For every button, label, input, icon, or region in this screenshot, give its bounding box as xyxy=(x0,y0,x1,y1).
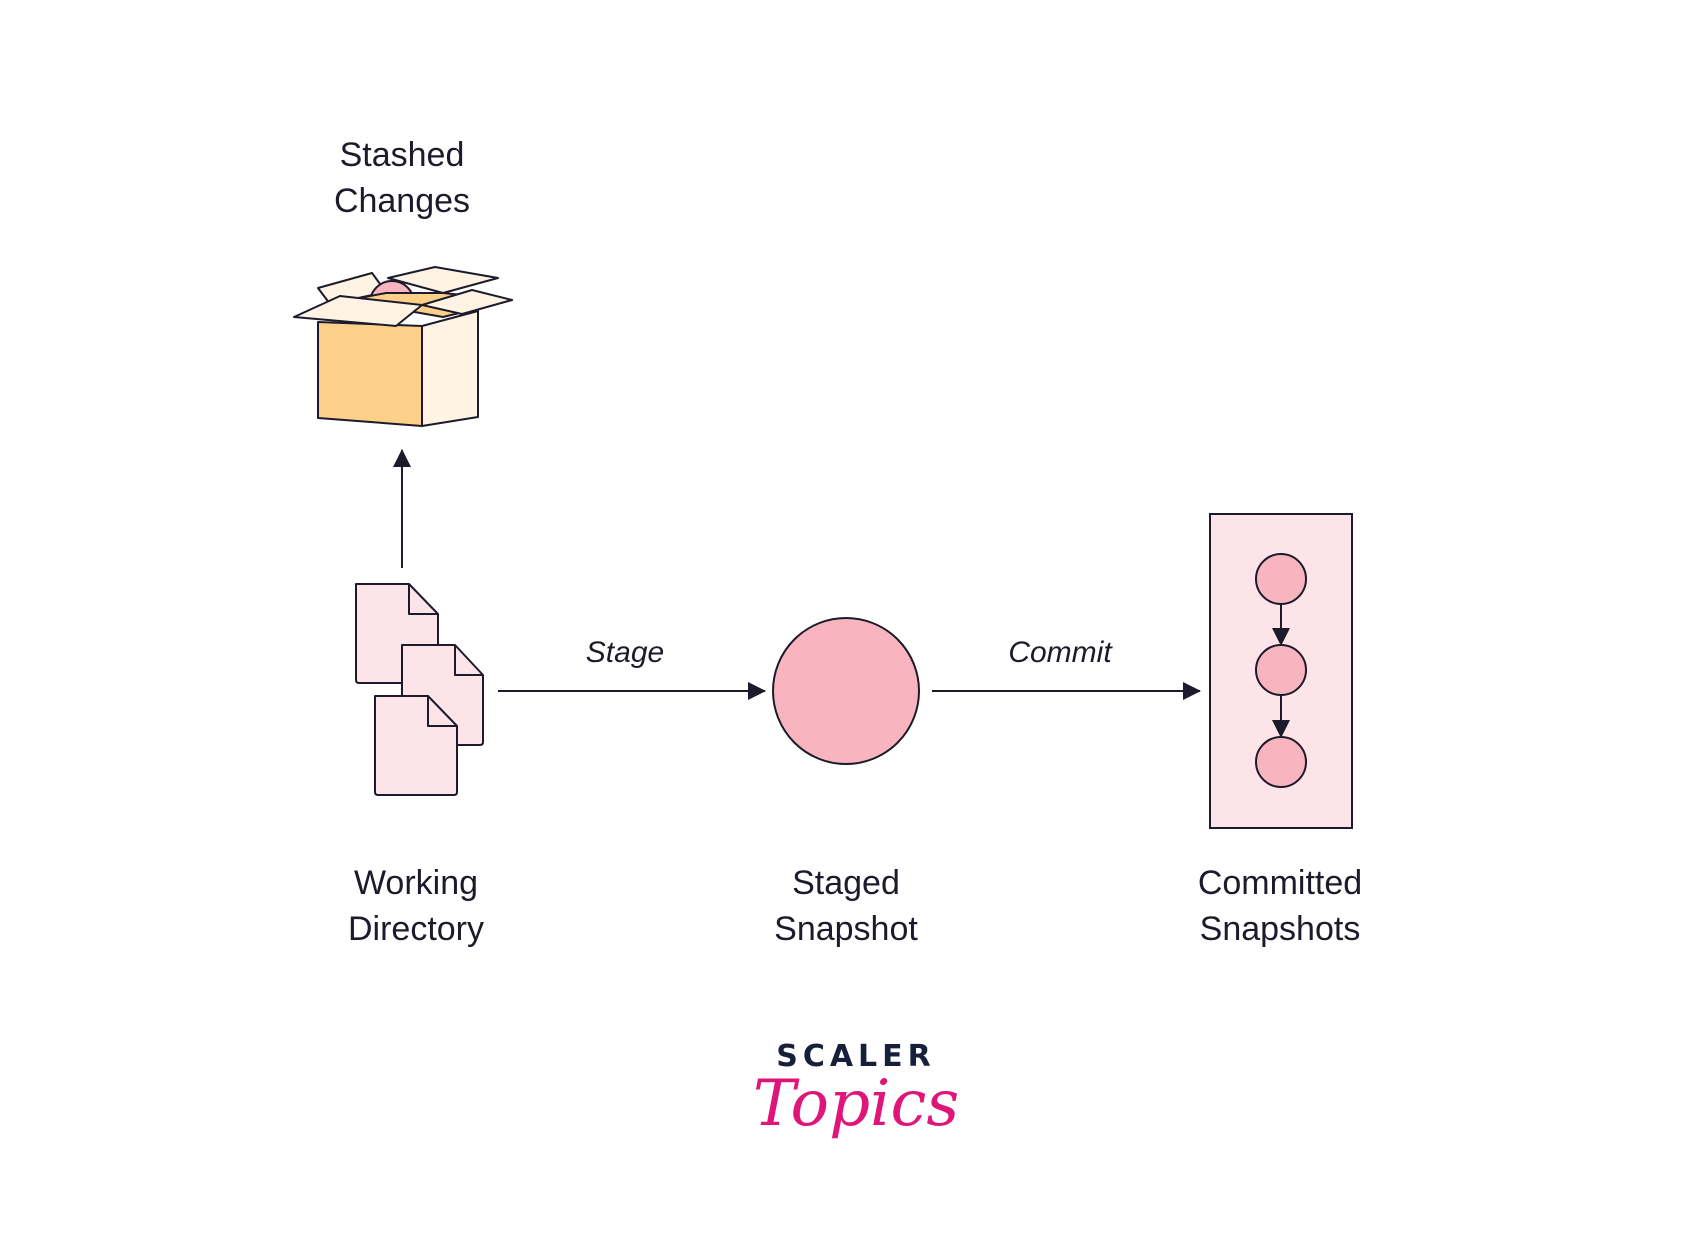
commit-node xyxy=(1255,736,1307,788)
working-label-line1: Working xyxy=(353,864,479,902)
brand-logo: SCALER xyxy=(736,1040,976,1074)
staged-label-line1: Staged xyxy=(792,864,900,902)
working-directory-label: Working Directory xyxy=(296,860,536,952)
staged-snapshot-label: Staged Snapshot xyxy=(726,860,966,952)
staged-snapshot-circle xyxy=(772,617,920,765)
box-icon xyxy=(293,266,513,427)
committed-label-line2: Snapshots xyxy=(1199,910,1361,948)
commit-node xyxy=(1255,553,1307,605)
commit-node xyxy=(1255,644,1307,696)
staged-label-line2: Snapshot xyxy=(774,910,918,948)
committed-label-line1: Committed xyxy=(1197,864,1363,902)
brand-wordmark: SCALER xyxy=(776,1039,936,1074)
committed-snapshots-label: Committed Snapshots xyxy=(1150,860,1410,952)
stage-edge-label: Stage xyxy=(585,636,665,669)
brand-script: Topics xyxy=(753,1067,959,1141)
stash-label-line1: Stashed xyxy=(339,136,465,174)
working-label-line2: Directory xyxy=(347,910,485,948)
stash-label: Stashed Changes xyxy=(282,132,522,224)
stash-label-line2: Changes xyxy=(333,182,471,220)
files-icon xyxy=(355,583,484,796)
commit-edge-label: Commit xyxy=(1008,636,1112,669)
